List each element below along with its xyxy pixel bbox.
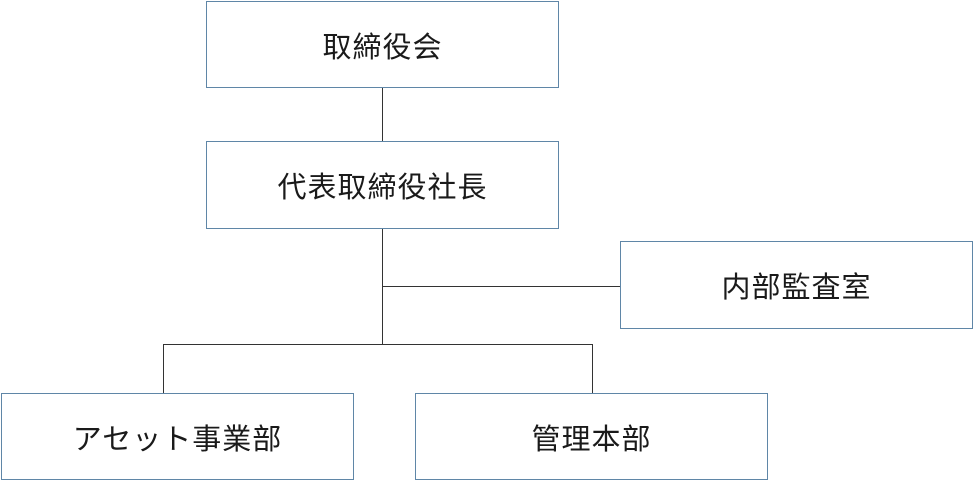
connector-branch-horizontal	[163, 344, 593, 345]
connector-branch-asset	[163, 344, 164, 393]
org-node-label: 内部監査室	[721, 270, 872, 304]
org-node-label: 代表取締役社長	[277, 170, 488, 204]
org-node-label: 管理本部	[531, 421, 652, 456]
connector-branch-admin	[592, 344, 593, 393]
connector-president-audit	[382, 286, 620, 287]
org-node-label: アセット事業部	[72, 421, 283, 456]
org-node-president: 代表取締役社長	[206, 141, 559, 229]
org-node-asset-division: アセット事業部	[1, 393, 354, 480]
org-node-internal-audit: 内部監査室	[620, 241, 973, 329]
org-node-administration-division: 管理本部	[415, 393, 768, 480]
connector-board-president	[382, 88, 383, 141]
org-node-label: 取締役会	[322, 29, 443, 64]
org-node-board: 取締役会	[206, 1, 559, 88]
